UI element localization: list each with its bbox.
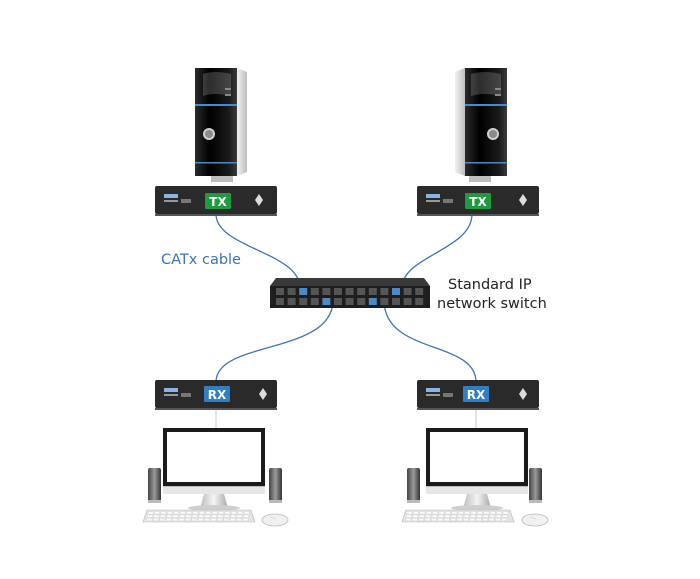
tx-badge-label: TX [469,195,487,209]
rx-unit-right: RX [417,380,539,410]
switch-port [276,298,284,305]
rx-badge-label: RX [467,388,486,402]
switch-port [310,298,319,305]
tx-badge-label: TX [209,195,227,209]
switch-label-line1: Standard IP [448,277,532,293]
pc-tower-icon [195,68,247,182]
switch-port [415,288,424,295]
cable-rx-right [383,299,477,383]
rx-badge-label: RX [208,388,227,402]
switch-port [322,298,331,305]
speaker-icon [148,468,161,503]
switch-port [345,298,354,305]
cable-tx-left [215,213,301,289]
switch-port [287,288,296,295]
switch-port [380,298,389,305]
switch-port [357,298,366,305]
monitor-icon [163,428,265,511]
speaker-icon [407,468,420,503]
switch-port [368,298,377,305]
brand-logo-icon [519,388,527,400]
network-switch-icon [270,278,430,308]
switch-port [287,298,296,305]
workstation-left [142,428,289,527]
pc-tower-icon [455,68,507,182]
switch-port [392,288,400,295]
tx-unit-right: TX [417,186,539,216]
brand-logo-icon [519,194,527,206]
switch-port [403,298,412,305]
speaker-icon [529,468,542,503]
switch-port [276,288,284,295]
cable-rx-left [215,299,334,383]
switch-port [322,288,331,295]
switch-port [334,288,342,295]
cable-label: CATx cable [161,252,241,268]
keyboard-icon [401,509,515,523]
mouse-icon [521,513,549,527]
keyboard-icon [142,509,256,523]
rx-unit-left: RX [155,380,277,410]
switch-port [368,288,377,295]
switch-port [403,288,412,295]
switch-port [357,288,366,295]
switch-label-line2: network switch [437,296,547,312]
brand-logo-icon [259,388,267,400]
brand-logo-icon [255,194,263,206]
monitor-icon [426,428,528,511]
switch-port [310,288,319,295]
switch-port [345,288,354,295]
speaker-icon [269,468,282,503]
switch-port [299,298,308,305]
mouse-icon [261,513,289,527]
workstation-right [401,428,549,527]
switch-port [299,288,308,295]
tx-unit-left: TX [155,186,277,216]
switch-port [415,298,424,305]
switch-port [392,298,400,305]
switch-port [380,288,389,295]
switch-port [334,298,342,305]
